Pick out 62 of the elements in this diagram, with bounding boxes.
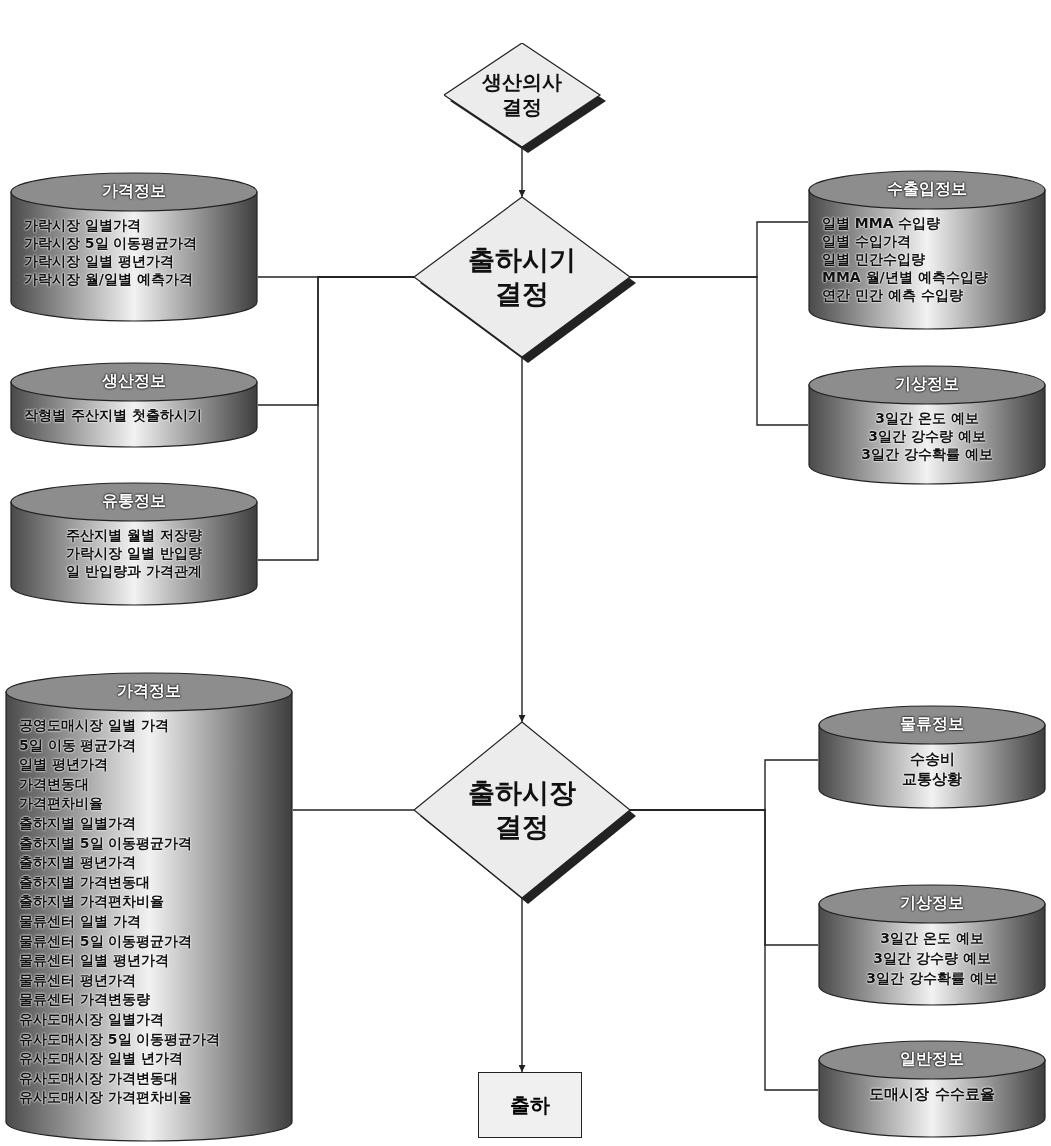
list-item: 유사도매시장 일별 년가격: [19, 1049, 184, 1069]
list-item: 물류센터 일별 가격: [19, 911, 142, 931]
list-item: 유사도매시장 가격변동대: [19, 1068, 179, 1088]
list-item: 도매시장 수수료율: [868, 1084, 996, 1104]
arrow: [518, 146, 526, 198]
list-item: MMA 월/년별 예측수입량: [822, 268, 989, 286]
cylinder-title: 수출입정보: [886, 179, 968, 200]
list-item: 일별 수입가격: [822, 232, 912, 250]
list-item: 가락시장 월/일별 예측가격: [24, 270, 194, 288]
connector-line: [257, 276, 415, 561]
list-item: 일 반입량과 가격관계: [65, 562, 203, 580]
list-item: 일별 MMA 수입량: [822, 214, 942, 232]
cylinder-title: 생산정보: [101, 371, 167, 392]
list-item: 일별 평년가격: [19, 755, 109, 775]
list-item: 출하지별 가격변동대: [19, 872, 151, 892]
arrow: [518, 356, 526, 723]
list-item: 물류센터 가격변동량: [19, 990, 151, 1010]
list-item: 가락시장 일별 평년가격: [24, 252, 175, 270]
cylinder-title: 기상정보: [894, 374, 960, 395]
list-item: 가락시장 일별가격: [24, 216, 142, 234]
list-item: 유사도매시장 가격편차비율: [19, 1088, 193, 1108]
diamond-label: 생산의사 결정: [481, 70, 563, 120]
list-item: 3일간 강수확률 예보: [865, 969, 999, 988]
list-item: 교통상황: [901, 769, 963, 789]
cylinder-title: 유통정보: [101, 491, 167, 512]
list-item: 유사도매시장 5일 이동평균가격: [19, 1029, 222, 1049]
list-item: 3일간 온도 예보: [879, 929, 985, 948]
arrow: [518, 897, 526, 1073]
list-item: 공영도매시장 일별 가격: [19, 716, 170, 735]
list-item: 물류센터 일별 평년가격: [19, 951, 170, 971]
list-item: 3일간 강수확률 예보: [860, 445, 994, 463]
cylinder-title: 물류정보: [899, 714, 965, 735]
list-item: 출하지별 평년가격: [19, 853, 137, 873]
list-item: 출하지별 5일 이동평균가격: [19, 833, 194, 853]
list-item: 작형별 주산지별 첫출하시기: [24, 406, 203, 424]
connector-line: [629, 276, 809, 426]
cylinder-title: 일반정보: [899, 1049, 965, 1070]
cylinder-title: 가격정보: [101, 181, 167, 202]
list-item: 가격편차비율: [19, 794, 104, 814]
list-item: 물류센터 평년가격: [19, 970, 137, 990]
connector-line: [292, 809, 415, 811]
list-item: 주산지별 월별 저장량: [65, 526, 203, 544]
cylinder-title: 기상정보: [899, 893, 965, 914]
list-item: 3일간 온도 예보: [874, 409, 980, 427]
diamond-label: 출하시장 결정: [467, 776, 577, 844]
list-item: 가락시장 일별 반입량: [65, 544, 203, 562]
list-item: 연간 민간 예측 수입량: [822, 286, 964, 304]
list-item: 3일간 강수량 예보: [867, 427, 987, 445]
list-item: 일별 민간수입량: [822, 250, 926, 268]
list-item: 출하지별 가격편차비율: [19, 892, 165, 912]
process-box: 출하: [478, 1072, 582, 1138]
list-item: 물류센터 5일 이동평균가격: [19, 931, 194, 951]
diamond-label: 출하시기 결정: [467, 243, 577, 311]
list-item: 5일 이동 평균가격: [19, 735, 138, 755]
list-item: 수송비: [908, 749, 956, 769]
list-item: 가락시장 5일 이동평균가격: [24, 234, 199, 252]
list-item: 가격변동대: [19, 774, 90, 794]
list-item: 유사도매시장 일별가격: [19, 1009, 165, 1029]
list-item: 3일간 강수량 예보: [872, 949, 992, 968]
list-item: 출하지별 일별가격: [19, 813, 137, 833]
connector-line: [629, 809, 819, 1091]
cylinder-title: 가격정보: [116, 681, 182, 702]
